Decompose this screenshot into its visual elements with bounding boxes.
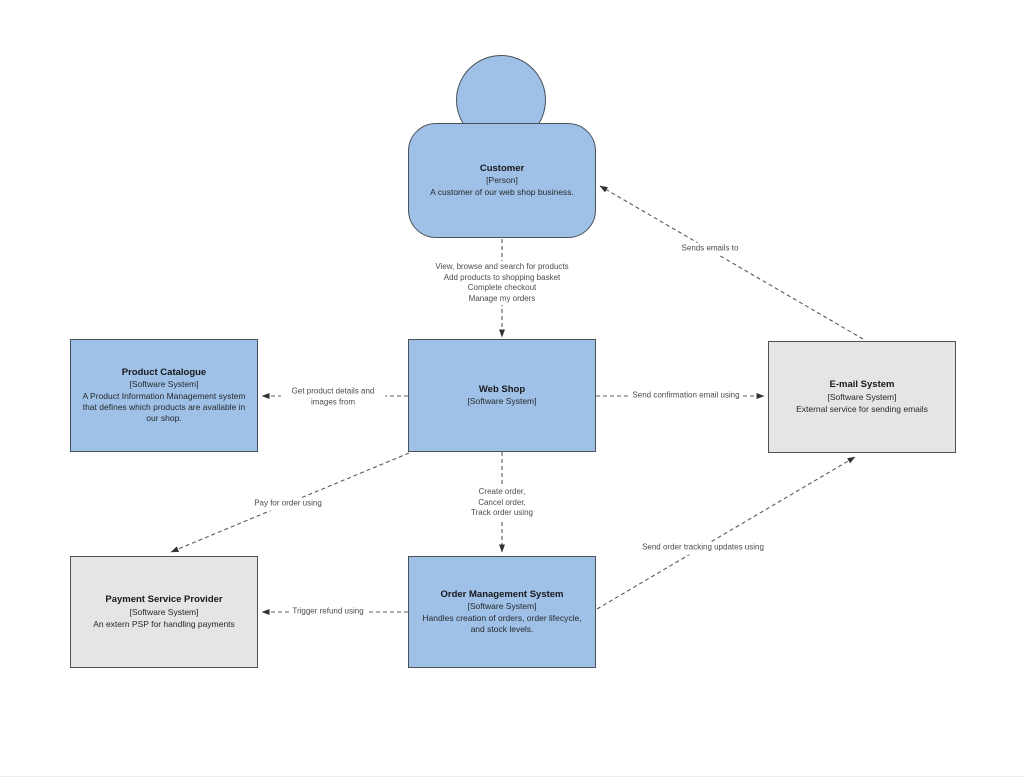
node-title: Customer: [479, 162, 525, 174]
node-product-catalogue: Product Catalogue [Software System] A Pr…: [70, 339, 258, 452]
node-meta: [Software System]: [467, 396, 537, 407]
edge-label-order-management-system-to-payment-service-provider: Trigger refund using: [289, 605, 367, 619]
node-meta: [Software System]: [129, 606, 199, 617]
edge-label-web-shop-to-product-catalogue: Get product details and images from: [281, 385, 385, 409]
node-title: Product Catalogue: [121, 366, 207, 378]
node-title: Order Management System: [440, 588, 564, 600]
node-description: External service for sending emails: [796, 403, 928, 414]
node-title: E-mail System: [829, 379, 895, 391]
node-description: An extern PSP for handling payments: [93, 618, 235, 629]
edge-label-web-shop-to-email-system: Send confirmation email using: [629, 389, 743, 403]
node-payment-service-provider: Payment Service Provider [Software Syste…: [70, 556, 258, 668]
node-description: Handles creation of orders, order lifecy…: [422, 613, 582, 635]
node-customer: Customer [Person] A customer of our web …: [408, 123, 596, 238]
node-description: A Product Information Management system …: [82, 391, 246, 424]
node-order-management-system: Order Management System [Software System…: [408, 556, 596, 668]
node-meta: [Software System]: [467, 601, 537, 612]
node-web-shop: Web Shop [Software System]: [408, 339, 596, 452]
edge-label-order-management-system-to-email-system: Send order tracking updates using: [639, 541, 767, 555]
node-meta: [Person]: [486, 175, 518, 186]
edge-order-management-system-to-email-system: [596, 456, 856, 610]
node-title: Web Shop: [478, 383, 526, 395]
node-meta: [Software System]: [827, 391, 897, 402]
node-description: A customer of our web shop business.: [430, 187, 574, 198]
edge-label-web-shop-to-payment-service-provider: Pay for order using: [251, 497, 325, 511]
edge-label-email-system-to-customer: Sends emails to: [678, 242, 742, 256]
node-title: Payment Service Provider: [105, 594, 223, 606]
edge-email-system-to-customer: [599, 185, 864, 340]
edge-label-web-shop-to-order-management-system: Create order, Cancel order, Track order …: [468, 486, 536, 520]
node-meta: [Software System]: [129, 379, 199, 390]
edge-label-customer-to-web-shop: View, browse and search for products Add…: [432, 260, 572, 306]
node-email-system: E-mail System [Software System] External…: [768, 341, 956, 453]
